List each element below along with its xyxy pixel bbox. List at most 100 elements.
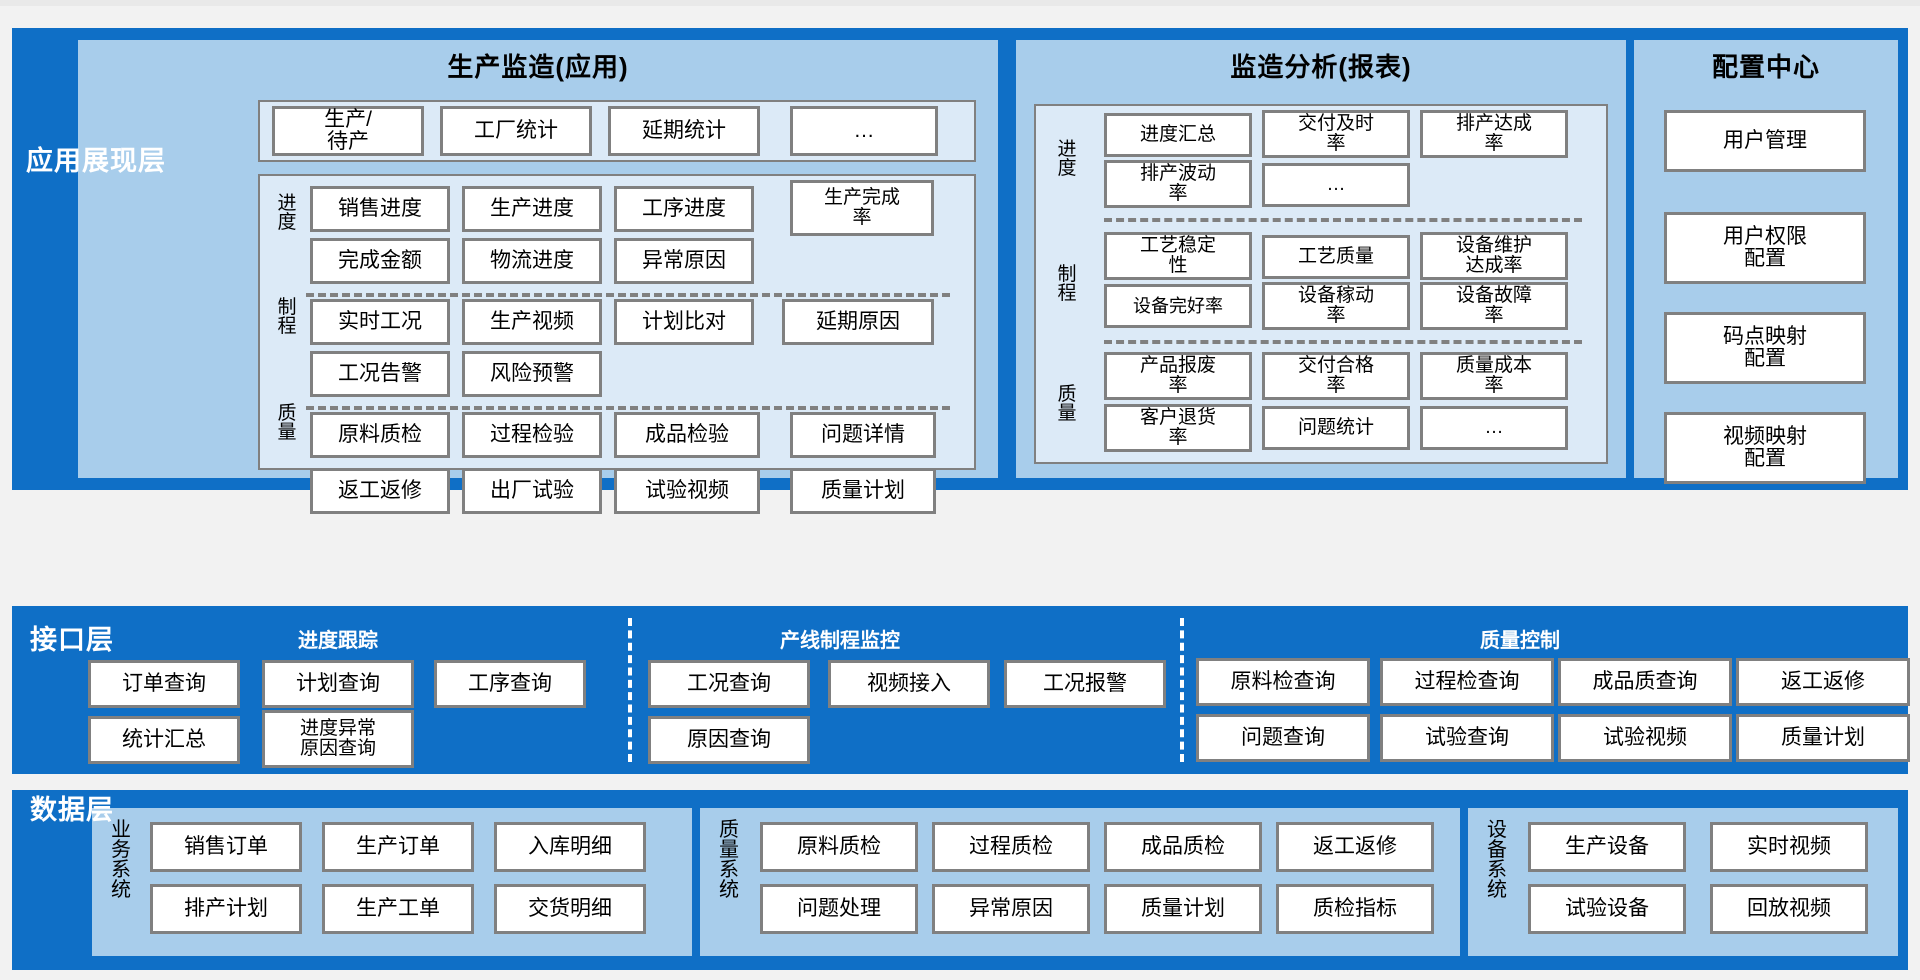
interface-progress-card-1[interactable]: 计划查询: [262, 660, 414, 708]
report-process-card-3[interactable]: 设备完好率: [1104, 284, 1252, 328]
data-equipment-card-1[interactable]: 实时视频: [1710, 822, 1868, 872]
app-quality-card-1[interactable]: 过程检验: [462, 412, 602, 458]
interface-process-card-1[interactable]: 视频接入: [828, 660, 990, 708]
data-quality-card-1[interactable]: 过程质检: [932, 822, 1090, 872]
app-progress-card-3[interactable]: 生产完成 率: [790, 180, 934, 236]
app-process-card-1[interactable]: 生产视频: [462, 299, 602, 345]
data-group-label-business: 业 务 系 统: [111, 819, 131, 901]
interface-quality-card-7[interactable]: 质量计划: [1736, 714, 1910, 762]
app-top-card-3[interactable]: …: [790, 106, 938, 156]
interface-quality-card-3[interactable]: 返工返修: [1736, 658, 1910, 706]
app-section-label-progress: 进 度: [277, 193, 297, 233]
report-section-label-progress: 进 度: [1057, 139, 1077, 179]
report-separator-2: [1104, 340, 1582, 344]
app-progress-card-6[interactable]: 异常原因: [614, 238, 754, 284]
report-process-card-4[interactable]: 设备稼动 率: [1262, 282, 1410, 330]
report-separator-1: [1104, 218, 1582, 222]
app-panel-title: 生产监造(应用): [447, 52, 629, 82]
data-business-card-5[interactable]: 交货明细: [494, 884, 646, 934]
app-separator-2: [306, 406, 950, 410]
interface-quality-card-2[interactable]: 成品质查询: [1558, 658, 1732, 706]
report-panel-title: 监造分析(报表): [1230, 52, 1412, 82]
report-process-card-0[interactable]: 工艺稳定 性: [1104, 232, 1252, 280]
report-quality-card-3[interactable]: 客户退货 率: [1104, 404, 1252, 452]
app-process-card-3[interactable]: 延期原因: [782, 299, 934, 345]
data-business-card-0[interactable]: 销售订单: [150, 822, 302, 872]
top-divider: [0, 0, 1920, 6]
interface-process-card-3[interactable]: 原因查询: [648, 716, 810, 764]
app-process-card-5[interactable]: 风险预警: [462, 351, 602, 397]
report-progress-card-4[interactable]: …: [1262, 163, 1410, 207]
app-quality-card-4[interactable]: 返工返修: [310, 468, 450, 514]
app-quality-card-2[interactable]: 成品检验: [614, 412, 760, 458]
data-equipment-card-0[interactable]: 生产设备: [1528, 822, 1686, 872]
app-quality-card-0[interactable]: 原料质检: [310, 412, 450, 458]
config-card-3[interactable]: 视频映射 配置: [1664, 412, 1866, 484]
report-progress-card-1[interactable]: 交付及时 率: [1262, 110, 1410, 158]
app-progress-card-5[interactable]: 物流进度: [462, 238, 602, 284]
interface-progress-card-0[interactable]: 订单查询: [88, 660, 240, 708]
app-separator-1: [306, 293, 950, 297]
report-quality-card-2[interactable]: 质量成本 率: [1420, 352, 1568, 400]
interface-process-card-0[interactable]: 工况查询: [648, 660, 810, 708]
app-progress-card-4[interactable]: 完成金额: [310, 238, 450, 284]
interface-divider-1: [628, 618, 632, 762]
interface-quality-card-0[interactable]: 原料检查询: [1196, 658, 1370, 706]
report-progress-card-2[interactable]: 排产达成 率: [1420, 110, 1568, 158]
app-top-card-2[interactable]: 延期统计: [608, 106, 760, 156]
interface-quality-card-1[interactable]: 过程检查询: [1380, 658, 1554, 706]
app-quality-card-7[interactable]: 质量计划: [790, 468, 936, 514]
config-panel-title: 配置中心: [1711, 52, 1820, 82]
app-quality-card-3[interactable]: 问题详情: [790, 412, 936, 458]
interface-quality-card-4[interactable]: 问题查询: [1196, 714, 1370, 762]
interface-progress-card-4[interactable]: 进度异常 原因查询: [262, 710, 414, 768]
data-business-card-3[interactable]: 排产计划: [150, 884, 302, 934]
app-process-card-0[interactable]: 实时工况: [310, 299, 450, 345]
app-process-card-2[interactable]: 计划比对: [614, 299, 754, 345]
data-business-card-2[interactable]: 入库明细: [494, 822, 646, 872]
data-quality-card-2[interactable]: 成品质检: [1104, 822, 1262, 872]
report-process-card-2[interactable]: 设备维护 达成率: [1420, 232, 1568, 280]
app-progress-card-2[interactable]: 工序进度: [614, 186, 754, 232]
interface-divider-2: [1180, 618, 1184, 762]
data-quality-card-3[interactable]: 返工返修: [1276, 822, 1434, 872]
app-progress-card-0[interactable]: 销售进度: [310, 186, 450, 232]
config-card-0[interactable]: 用户管理: [1664, 110, 1866, 172]
report-quality-card-1[interactable]: 交付合格 率: [1262, 352, 1410, 400]
data-quality-card-0[interactable]: 原料质检: [760, 822, 918, 872]
interface-quality-card-6[interactable]: 试验视频: [1558, 714, 1732, 762]
data-equipment-card-3[interactable]: 回放视频: [1710, 884, 1868, 934]
app-progress-card-1[interactable]: 生产进度: [462, 186, 602, 232]
data-quality-card-7[interactable]: 质检指标: [1276, 884, 1434, 934]
report-process-card-5[interactable]: 设备故障 率: [1420, 282, 1568, 330]
interface-quality-card-5[interactable]: 试验查询: [1380, 714, 1554, 762]
report-quality-card-5[interactable]: …: [1420, 406, 1568, 450]
data-quality-card-5[interactable]: 异常原因: [932, 884, 1090, 934]
data-quality-card-6[interactable]: 质量计划: [1104, 884, 1262, 934]
interface-progress-card-3[interactable]: 统计汇总: [88, 716, 240, 764]
report-quality-card-0[interactable]: 产品报废 率: [1104, 352, 1252, 400]
data-business-card-1[interactable]: 生产订单: [322, 822, 474, 872]
app-quality-card-6[interactable]: 试验视频: [614, 468, 760, 514]
interface-process-card-2[interactable]: 工况报警: [1004, 660, 1166, 708]
app-process-card-4[interactable]: 工况告警: [310, 351, 450, 397]
application-layer-label: 应用展现层: [26, 146, 166, 176]
report-process-card-1[interactable]: 工艺质量: [1262, 235, 1410, 279]
report-quality-card-4[interactable]: 问题统计: [1262, 406, 1410, 450]
report-progress-card-3[interactable]: 排产波动 率: [1104, 160, 1252, 208]
app-top-card-0[interactable]: 生产/ 待产: [272, 106, 424, 156]
interface-section-caption-process: 产线制程监控: [780, 630, 900, 652]
report-progress-card-0[interactable]: 进度汇总: [1104, 113, 1252, 157]
data-business-card-4[interactable]: 生产工单: [322, 884, 474, 934]
config-card-2[interactable]: 码点映射 配置: [1664, 312, 1866, 384]
report-section-label-process: 制 程: [1057, 264, 1077, 304]
interface-progress-card-2[interactable]: 工序查询: [434, 660, 586, 708]
report-section-label-quality: 质 量: [1057, 384, 1077, 424]
data-quality-card-4[interactable]: 问题处理: [760, 884, 918, 934]
app-quality-card-5[interactable]: 出厂试验: [462, 468, 602, 514]
app-section-label-quality: 质 量: [277, 403, 297, 443]
data-equipment-card-2[interactable]: 试验设备: [1528, 884, 1686, 934]
config-card-1[interactable]: 用户权限 配置: [1664, 212, 1866, 284]
app-top-card-1[interactable]: 工厂统计: [440, 106, 592, 156]
